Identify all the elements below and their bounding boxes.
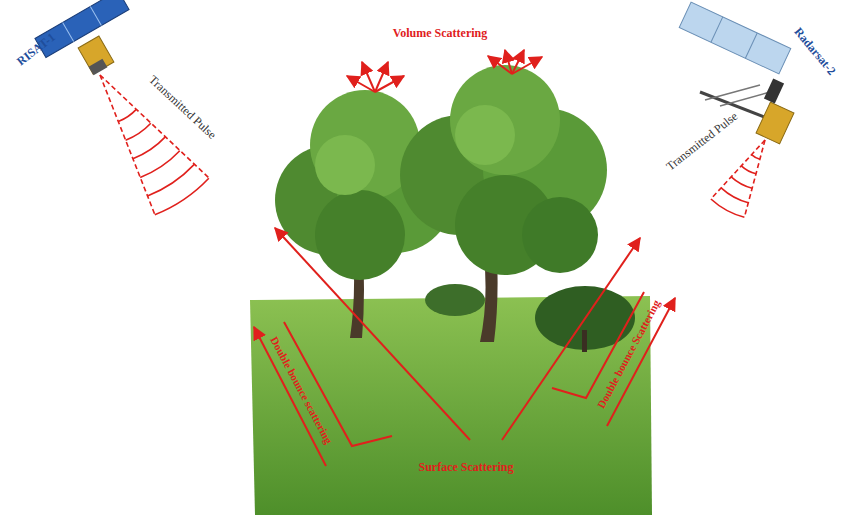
- radarsat-pulse: [711, 140, 765, 217]
- background-trees: [425, 284, 635, 352]
- scattering-label: Volume Scattering: [391, 27, 490, 40]
- scattering-arrows: [254, 50, 675, 466]
- pulse-label: Transmitted Pulse: [144, 72, 219, 143]
- risat-pulse: [100, 75, 209, 215]
- satellite-name: Radarsat-2: [790, 24, 840, 79]
- pulse-label: Transmitted Pulse: [662, 109, 741, 175]
- right-tree: [400, 65, 607, 342]
- scattering-label: Surface Scattering: [417, 461, 516, 474]
